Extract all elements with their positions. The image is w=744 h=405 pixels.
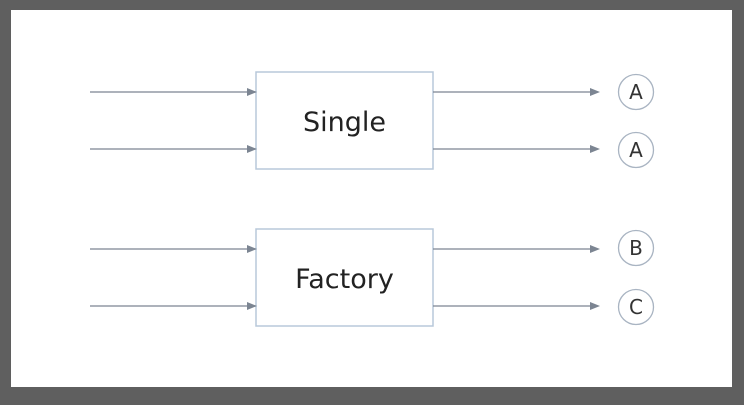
output-node-3-label: B [629, 236, 643, 260]
output-arrowhead-1 [590, 88, 600, 96]
input-arrowhead-3 [247, 245, 257, 253]
input-arrowhead-1 [247, 88, 257, 96]
output-node-1-label: A [629, 80, 643, 104]
factory-box [255, 228, 434, 327]
output-node-4 [617, 288, 655, 326]
output-arrowhead-4 [590, 302, 600, 310]
output-node-4-label: C [629, 295, 643, 319]
output-node-1 [617, 73, 655, 111]
output-node-2 [617, 131, 655, 169]
output-node-3 [617, 229, 655, 267]
output-node-2-label: A [629, 138, 643, 162]
input-arrowhead-4 [247, 302, 257, 310]
output-arrowhead-3 [590, 245, 600, 253]
factory-box-label: Factory [295, 264, 394, 295]
single-box-label: Single [303, 107, 386, 138]
input-arrowhead-2 [247, 145, 257, 153]
single-box [255, 71, 434, 170]
output-arrowhead-2 [590, 145, 600, 153]
